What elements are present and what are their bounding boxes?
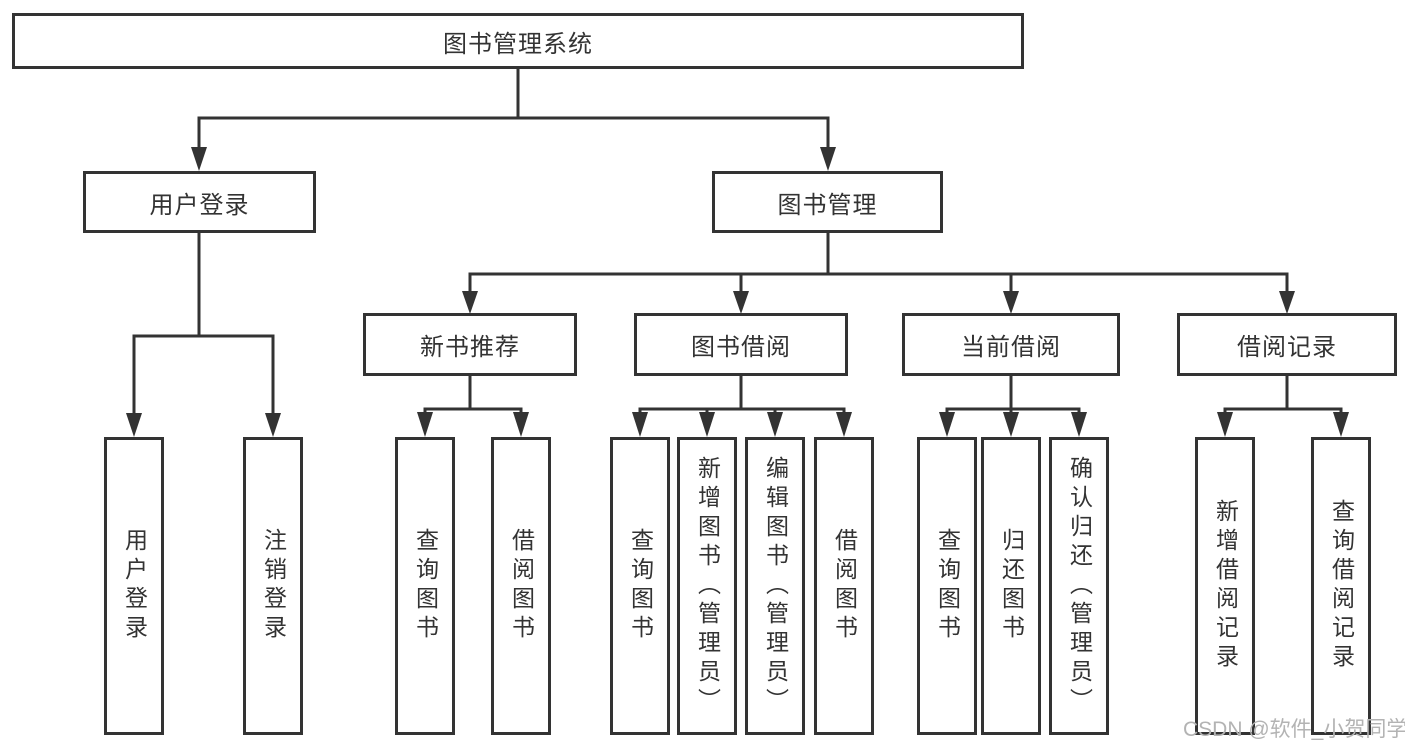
leaf-label: 新增图书（管理员）: [694, 455, 721, 717]
node-user-login: 用户登录: [83, 171, 316, 233]
leaf-query-books-borrow: 查询图书: [610, 437, 670, 735]
node-label: 图书管理: [777, 191, 878, 219]
node-borrowing-records: 借阅记录: [1177, 313, 1397, 376]
leaf-label: 用户登录: [121, 528, 148, 644]
arrowhead-icons: [126, 147, 1349, 437]
leaf-user-login: 用户登录: [104, 437, 164, 735]
leaf-label: 编辑图书（管理员）: [762, 455, 789, 717]
leaf-edit-books-admin: 编辑图书（管理员）: [745, 437, 805, 735]
leaf-label: 借阅图书: [831, 528, 858, 644]
leaf-add-borrow-record: 新增借阅记录: [1195, 437, 1255, 735]
leaf-label: 归还图书: [998, 528, 1025, 644]
node-current-borrowing: 当前借阅: [902, 313, 1120, 376]
node-label: 图书管理系统: [443, 30, 593, 58]
tree-edges: [132, 67, 1343, 417]
leaf-borrow-books-recommend: 借阅图书: [491, 437, 551, 735]
leaf-query-books-recommend: 查询图书: [395, 437, 455, 735]
leaf-confirm-return-admin: 确认归还（管理员）: [1049, 437, 1109, 735]
node-book-borrowing: 图书借阅: [634, 313, 848, 376]
csdn-watermark: CSDN @软件_小贺同学: [1183, 718, 1405, 741]
node-label: 用户登录: [149, 191, 250, 219]
node-label: 借阅记录: [1237, 334, 1337, 361]
leaf-label: 查询借阅记录: [1328, 499, 1355, 673]
leaf-return-books: 归还图书: [981, 437, 1041, 735]
leaf-query-books-current: 查询图书: [917, 437, 977, 735]
leaf-borrow-books: 借阅图书: [814, 437, 874, 735]
leaf-add-books-admin: 新增图书（管理员）: [677, 437, 737, 735]
leaf-label: 注销登录: [260, 528, 287, 644]
node-label: 新书推荐: [420, 334, 520, 361]
node-label: 当前借阅: [961, 334, 1061, 361]
leaf-label: 查询图书: [412, 528, 439, 644]
node-label: 图书借阅: [691, 334, 791, 361]
node-book-management: 图书管理: [712, 171, 943, 233]
leaf-label: 查询图书: [934, 528, 961, 644]
leaf-logout: 注销登录: [243, 437, 303, 735]
leaf-query-borrow-record: 查询借阅记录: [1311, 437, 1371, 735]
node-library-management-system: 图书管理系统: [12, 13, 1024, 69]
leaf-label: 查询图书: [627, 528, 654, 644]
node-new-book-recommendation: 新书推荐: [363, 313, 577, 376]
leaf-label: 新增借阅记录: [1212, 499, 1239, 673]
leaf-label: 借阅图书: [508, 528, 535, 644]
leaf-label: 确认归还（管理员）: [1066, 455, 1093, 717]
